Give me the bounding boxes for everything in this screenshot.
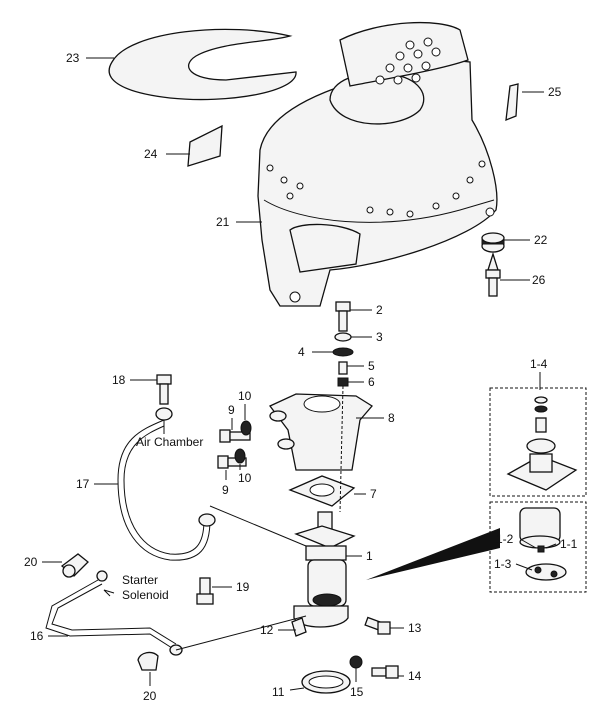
- part-20-boot-lower: [137, 651, 159, 671]
- part-10-washer-upper: [240, 420, 252, 436]
- part-5-spacer: [338, 361, 348, 375]
- part-17-air-tube-inner: [123, 425, 205, 555]
- part-25-decal: [505, 83, 519, 122]
- leader-lines: [42, 57, 557, 691]
- part-8-bracket: [268, 393, 373, 471]
- callout-10-lower: 10: [238, 471, 252, 485]
- callout-9-upper: 9: [228, 403, 235, 417]
- part-2-bolt: [335, 301, 351, 332]
- detail-box-lower: [489, 501, 587, 593]
- callout-10-upper: 10: [238, 389, 252, 403]
- part-21-cover: [257, 21, 498, 307]
- callout-20-lower: 20: [143, 689, 157, 703]
- part-16-cable: [45, 579, 173, 649]
- callout-1-2: 1-2: [496, 532, 514, 546]
- part-22-grommet: [481, 232, 505, 253]
- part-4-washer: [332, 347, 354, 357]
- part-20-boot-upper: [60, 553, 89, 578]
- callout-9-lower: 9: [222, 483, 229, 497]
- part-12-bracket: [291, 617, 307, 637]
- callout-25: 25: [548, 85, 562, 99]
- callout-5: 5: [368, 359, 375, 373]
- starter-solenoid-label-line1: Starter: [122, 573, 158, 587]
- callout-26: 26: [532, 273, 546, 287]
- part-18-bolt: [156, 374, 172, 405]
- callout-3: 3: [376, 330, 383, 344]
- part-1-starter-motor: [293, 511, 356, 628]
- part-14-bolt: [371, 665, 399, 679]
- part-9-bolt-upper: [219, 429, 251, 443]
- callout-12: 12: [260, 623, 274, 637]
- part-19-bolt: [196, 577, 214, 605]
- callout-18: 18: [112, 373, 126, 387]
- callout-16: 16: [30, 629, 44, 643]
- part-16-cable-inner: [51, 583, 177, 645]
- callout-17: 17: [76, 477, 90, 491]
- air-chamber-label: Air Chamber: [136, 435, 203, 449]
- callout-6: 6: [368, 375, 375, 389]
- part-24-decal: [187, 124, 223, 167]
- callout-24: 24: [144, 147, 158, 161]
- part-1-2-brush: [537, 545, 545, 553]
- callout-15: 15: [350, 685, 364, 699]
- callout-21: 21: [216, 215, 230, 229]
- callout-1: 1: [366, 549, 373, 563]
- part-1-4-assembly: [506, 396, 578, 491]
- callout-8: 8: [388, 411, 395, 425]
- starter-solenoid-label-line2: Solenoid: [122, 588, 169, 602]
- part-26-stud: [485, 251, 501, 297]
- part-23-seal: [108, 28, 297, 101]
- callout-4: 4: [298, 345, 305, 359]
- callout-1-4: 1-4: [530, 357, 548, 371]
- part-3-washer: [334, 332, 352, 342]
- callout-20-upper: 20: [24, 555, 38, 569]
- part-17-tube-end: [198, 513, 216, 527]
- part-16-terminal: [96, 570, 108, 582]
- part-17-air-tube: [117, 419, 211, 561]
- callout-2: 2: [376, 303, 383, 317]
- part-13-bolt: [364, 616, 391, 635]
- callout-7: 7: [370, 487, 377, 501]
- part-6-collar: [337, 377, 349, 387]
- detail-box-1-4: [489, 387, 587, 497]
- callout-23: 23: [66, 51, 80, 65]
- air-chamber-fitting: [155, 407, 173, 421]
- part-7-gasket: [288, 475, 356, 507]
- detail-pointer-wedge: [366, 528, 500, 580]
- part-10-washer-lower: [234, 448, 246, 464]
- callout-19: 19: [236, 580, 250, 594]
- callout-13: 13: [408, 621, 422, 635]
- callout-1-1: 1-1: [560, 537, 578, 551]
- part-15-washer: [349, 655, 363, 669]
- part-11-band: [301, 670, 351, 694]
- callout-labels: 23 24 25 21 22 26 2 3 4 5 6 18 9 10 8 9 …: [24, 51, 578, 703]
- cover-vent-holes: [266, 37, 486, 218]
- callout-22: 22: [534, 233, 548, 247]
- callout-14: 14: [408, 669, 422, 683]
- part-1-3-plate: [525, 563, 567, 581]
- callout-11: 11: [272, 685, 285, 699]
- callout-1-3: 1-3: [494, 557, 512, 571]
